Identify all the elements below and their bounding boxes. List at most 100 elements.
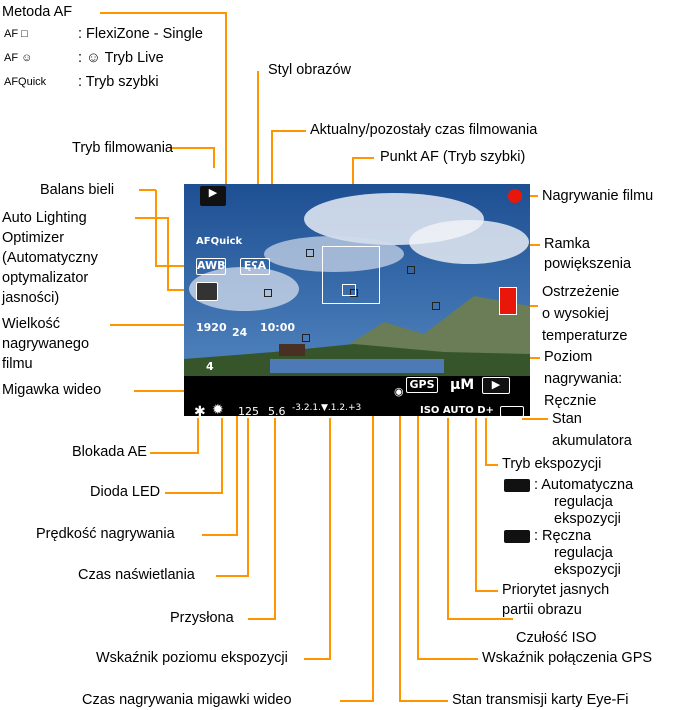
label-alo-5: jasności)	[2, 290, 60, 306]
label-aperture: Przysłona	[170, 610, 234, 626]
leader-led	[165, 418, 223, 494]
label-rec-level-1: Poziom	[544, 349, 593, 365]
magnify-frame	[322, 246, 380, 304]
label-iso: Czułość ISO	[516, 630, 597, 646]
label-exp-auto-2: regulacja	[554, 494, 613, 510]
label-af-live-code: AF ☺	[4, 52, 33, 64]
label-af-quick-desc: : Tryb szybki	[78, 74, 159, 90]
leader-eyefi	[399, 388, 448, 702]
gps-indicator: GPS	[406, 377, 438, 393]
exposure-meter: -3.2.1.▼.1.2.+3	[292, 403, 362, 413]
recording-size-indicator: 1920	[196, 321, 227, 334]
leader-movie-mode	[170, 147, 215, 168]
label-exp-auto-1: : Automatyczna	[534, 477, 634, 493]
shooting-info-bar	[184, 376, 530, 416]
recording-dot	[508, 189, 522, 203]
exposure-mode-indicator: ▶	[482, 377, 510, 394]
label-highlight-1: Priorytet jasnych	[502, 582, 610, 598]
label-af-flexi-desc: : FlexiZone - Single	[78, 26, 203, 42]
label-rec-level-2: nagrywania:	[544, 371, 623, 387]
label-af-flexi-code: AF □	[4, 28, 28, 40]
label-exp-manual-3: ekspozycji	[554, 562, 621, 578]
leader-aperture	[248, 418, 276, 620]
snapshot-progress-bar	[270, 359, 444, 373]
leader-iso	[447, 418, 513, 620]
label-battery-1: Stan	[552, 411, 582, 427]
mic-indicator: µM	[450, 377, 475, 393]
af-point-marker	[350, 289, 358, 297]
label-af-point: Punkt AF (Tryb szybki)	[380, 149, 526, 165]
label-exp-manual-2: regulacja	[554, 545, 613, 561]
label-exposure-level: Wskaźnik poziomu ekspozycji	[96, 650, 288, 666]
label-rec-size-3: filmu	[2, 356, 33, 372]
af-point-marker	[407, 266, 415, 274]
iso-indicator: ISO AUTO D+	[420, 405, 494, 416]
leader-highlight	[475, 418, 498, 592]
af-point-marker	[306, 249, 314, 257]
ae-lock-indicator: ✱	[194, 404, 206, 416]
leader-expmode	[485, 418, 498, 466]
label-movie-mode: Tryb filmowania	[72, 140, 173, 156]
led-indicator: ✹	[212, 402, 224, 416]
label-exp-mode: Tryb ekspozycji	[502, 456, 602, 472]
shutter-value: 125	[238, 405, 259, 416]
picture-style-indicator: ĘʕA	[240, 258, 270, 275]
label-alo-1: Auto Lighting	[2, 210, 87, 226]
label-alo-4: optymalizator	[2, 270, 89, 286]
label-rec-speed: Prędkość nagrywania	[36, 526, 175, 542]
lcd-screen: ▶ AFQuick AWB ĘʕA 1920 24 10:00 4 ✱ ✹ 12…	[184, 184, 530, 416]
frame-rate-indicator: 24	[232, 326, 248, 339]
exposure-auto-icon	[504, 479, 530, 492]
leader-snaptime	[340, 372, 374, 702]
time-indicator: 10:00	[260, 321, 296, 334]
leader-meter	[304, 418, 331, 660]
label-shutter: Czas naświetlania	[78, 567, 195, 583]
label-white-balance: Balans bieli	[40, 182, 115, 198]
label-rec-size-2: nagrywanego	[2, 336, 90, 352]
label-exp-auto-3: ekspozycji	[554, 511, 621, 527]
movie-mode-icon: ▶	[200, 186, 226, 206]
label-ae-lock: Blokada AE	[72, 444, 147, 460]
label-time-remaining: Aktualny/pozostały czas filmowania	[310, 122, 538, 138]
label-battery-2: akumulatora	[552, 433, 632, 449]
leader-af-method	[100, 12, 227, 190]
label-eyefi: Stan transmisji karty Eye-Fi	[452, 692, 629, 708]
leader-alo	[135, 217, 198, 291]
label-mag-frame-2: powiększenia	[544, 256, 632, 272]
label-rec-level-3: Ręcznie	[544, 393, 597, 409]
label-gps: Wskaźnik połączenia GPS	[482, 650, 653, 666]
label-af-quick-code: AFQuick	[4, 76, 47, 88]
label-temp-warn-3: temperaturze	[542, 328, 628, 344]
label-af-method: Metoda AF	[2, 4, 73, 20]
aperture-value: 5.6	[268, 405, 286, 416]
label-exp-manual-1: : Ręczna	[534, 528, 592, 544]
label-picture-style: Styl obrazów	[268, 62, 352, 78]
af-point-marker	[264, 289, 272, 297]
battery-icon	[500, 406, 524, 416]
af-method-indicator: AFQuick	[196, 236, 243, 247]
video-snapshot-indicator: 4	[206, 360, 214, 373]
label-temp-warn-1: Ostrzeżenie	[542, 284, 620, 300]
leader-shutter	[216, 418, 249, 577]
leader-gps	[417, 408, 478, 660]
label-rec-size-1: Wielkość	[2, 316, 61, 332]
exposure-manual-icon	[504, 530, 530, 543]
eyefi-indicator: ◉	[394, 385, 404, 398]
leader-ae	[150, 418, 199, 454]
label-highlight-2: partii obrazu	[502, 602, 582, 618]
label-mag-frame-1: Ramka	[544, 236, 590, 252]
af-point-marker	[432, 302, 440, 310]
label-af-live-desc: : ☺ Tryb Live	[78, 50, 164, 66]
label-alo-2: Optimizer	[2, 230, 65, 246]
label-snapshot-time: Czas nagrywania migawki wideo	[82, 692, 292, 708]
temperature-warning-icon	[499, 287, 517, 315]
af-point-marker	[302, 334, 310, 342]
alo-indicator	[196, 282, 218, 301]
label-alo-3: (Automatyczny	[2, 250, 98, 266]
af-point-selected	[342, 284, 356, 296]
label-led: Dioda LED	[90, 484, 161, 500]
label-recording: Nagrywanie filmu	[542, 188, 654, 204]
label-video-snapshot: Migawka wideo	[2, 382, 102, 398]
label-temp-warn-2: o wysokiej	[542, 306, 609, 322]
white-balance-indicator: AWB	[196, 258, 226, 275]
